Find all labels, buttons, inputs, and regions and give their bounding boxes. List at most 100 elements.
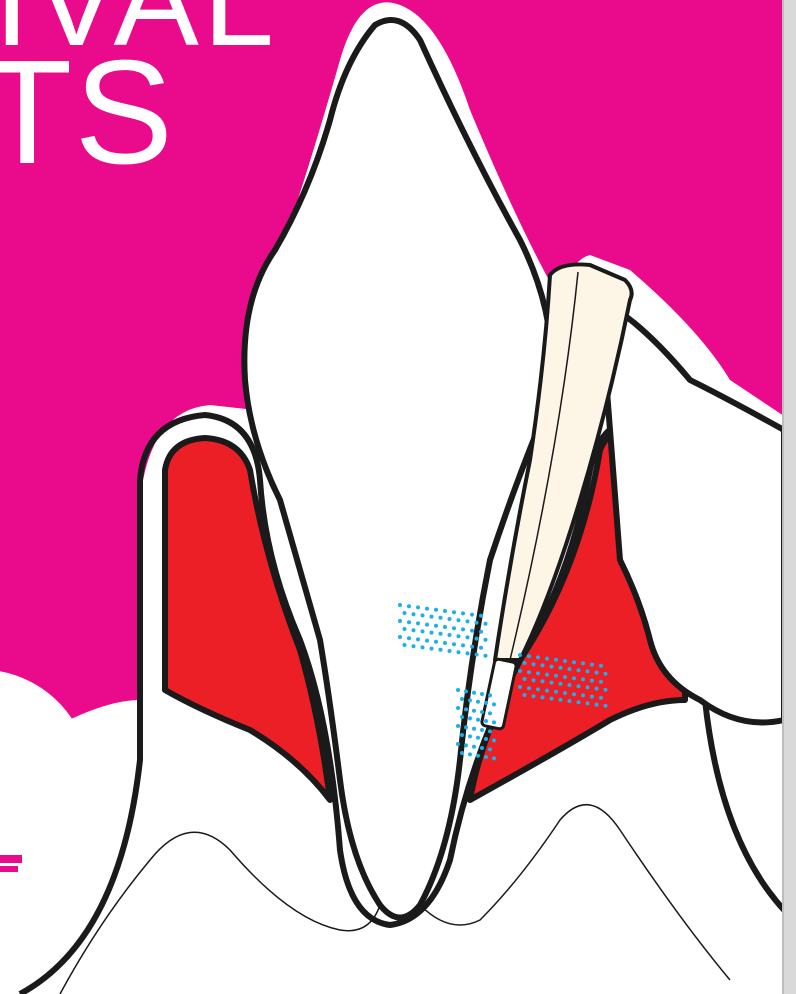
spray-dot [599,680,603,684]
spray-dot [595,703,599,707]
headline-line-2: TS [0,28,175,198]
spray-dot [468,698,472,702]
spray-dot [430,631,434,635]
spray-dot [421,645,425,649]
spray-dot [568,699,572,703]
spray-dot [476,736,480,740]
spray-dot [464,743,468,747]
spray-dot [554,690,558,694]
spray-dot [434,640,438,644]
spray-dot [468,734,472,738]
spray-dot [595,687,599,691]
spray-dot [464,707,468,711]
spray-dot [563,659,567,663]
spray-dot [545,673,549,677]
spray-dot [456,742,460,746]
spray-dot [457,634,461,638]
spray-dot [466,635,470,639]
logo-mark [0,855,22,863]
spray-dot [452,610,456,614]
spray-dot [599,696,603,700]
spray-dot [412,644,416,648]
spray-dot [563,691,567,695]
spray-dot [518,685,522,689]
spray-dot [439,632,443,636]
spray-dot [532,662,536,666]
spray-dot [434,608,438,612]
spray-dot [586,701,590,705]
spray-dot [536,671,540,675]
spray-dot [572,676,576,680]
spray-dot [421,629,425,633]
spray-dot [457,650,461,654]
spray-dot [460,697,464,701]
spray-dot [581,661,585,665]
spray-dot [407,620,411,624]
spray-dot [518,669,522,673]
spray-dot [527,654,531,658]
spray-dot [439,616,443,620]
spray-dot [425,607,429,611]
spray-dot [448,617,452,621]
spray-dot [461,611,465,615]
spray-dot [599,664,603,668]
spray-dot [545,657,549,661]
spray-dot [545,689,549,693]
spray-dot [470,645,474,649]
spray-dot [568,683,572,687]
spray-dot [492,756,496,760]
spray-dot [476,700,480,704]
logo-mark-2 [0,866,18,872]
spray-dot [604,704,608,708]
spray-dot [464,725,468,729]
spray-dot [457,618,461,622]
spray-dot [568,667,572,671]
spray-dot [430,647,434,651]
spray-dot [550,697,554,701]
spray-dot [403,611,407,615]
right-margin-strip [782,0,796,994]
spray-dot [484,737,488,741]
spray-dot [452,642,456,646]
spray-dot [472,691,476,695]
spray-dot [577,668,581,672]
spray-dot [461,643,465,647]
spray-dot [527,686,531,690]
spray-dot [472,745,476,749]
spray-dot [448,633,452,637]
spray-dot [398,619,402,623]
spray-dot [604,688,608,692]
spray-dot [577,684,581,688]
spray-dot [456,706,460,710]
spray-dot [439,648,443,652]
spray-dot [461,627,465,631]
spray-dot [480,728,484,732]
spray-dot [434,624,438,628]
spray-dot [550,681,554,685]
spray-dot [527,670,531,674]
spray-dot [541,695,545,699]
spray-dot [456,724,460,728]
spray-dot [443,641,447,645]
spray-dot [581,693,585,697]
spray-dot [581,677,585,681]
spray-dot [492,720,496,724]
spray-dot [518,653,522,657]
spray-dot [554,674,558,678]
spray-dot [492,702,496,706]
spray-dot [475,637,479,641]
spray-dot [416,621,420,625]
spray-dot [488,729,492,733]
spray-dot [398,635,402,639]
spray-dot [488,711,492,715]
spray-dot [430,615,434,619]
spray-dot [577,700,581,704]
spray-dot [488,747,492,751]
spray-dot [484,622,488,626]
spray-dot [541,679,545,683]
spray-dot [550,665,554,669]
spray-dot [456,688,460,692]
spray-dot [480,692,484,696]
spray-dot [403,627,407,631]
spray-dot [443,625,447,629]
